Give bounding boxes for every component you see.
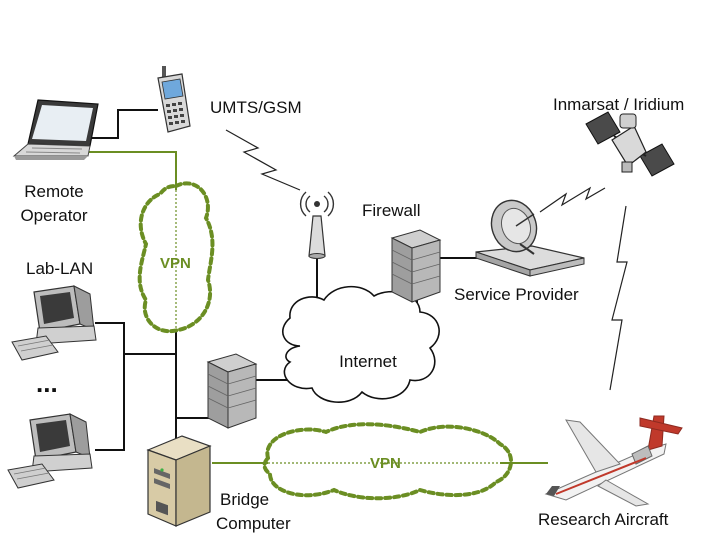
- vpn-vertical-label: VPN: [160, 255, 191, 272]
- laptop-phone-link: [88, 109, 158, 139]
- umts-gsm-label: UMTS/GSM: [210, 98, 302, 117]
- satellite-dish-icon: [475, 199, 585, 277]
- firewall-label: Firewall: [362, 201, 421, 220]
- vpn-cloud-horizontal: [262, 422, 513, 501]
- operator-vpn-link: [88, 151, 177, 190]
- aircraft-icon: [544, 415, 683, 507]
- satellite-aircraft-signal: [609, 205, 628, 391]
- ellipsis-label: ...: [36, 368, 58, 398]
- connections: [88, 109, 548, 464]
- firewall-icon: [206, 353, 258, 429]
- inmarsat-iridium-label: Inmarsat / Iridium: [553, 95, 684, 114]
- research-aircraft-label: Research Aircraft: [538, 510, 669, 529]
- laptop-icon: [12, 99, 99, 160]
- cell-phone-icon: [157, 66, 191, 133]
- bridge-computer-label: Bridge: [220, 490, 269, 509]
- bridge-computer-label: Computer: [216, 514, 291, 533]
- umts-wireless-signal: [225, 129, 301, 191]
- desktop-computer-icon: [11, 285, 97, 361]
- vpn-horizontal-label: VPN: [370, 455, 401, 472]
- server-icon: [146, 435, 212, 527]
- internet-label: Internet: [339, 352, 397, 371]
- cell-tower-icon: [299, 191, 335, 259]
- lab-lan-label: Lab-LAN: [26, 259, 93, 278]
- remote-operator-label: Remote: [24, 182, 84, 201]
- lab-pc1-link: [95, 322, 125, 451]
- firewall-icon: [390, 229, 442, 303]
- desktop-computer-icon: [7, 413, 93, 489]
- satellite-icon: [585, 111, 675, 177]
- vpn-cloud-vertical: [137, 181, 215, 334]
- dish-satellite-signal: [539, 186, 606, 213]
- service-provider-label: Service Provider: [454, 285, 579, 304]
- remote-operator-label: Operator: [20, 206, 87, 225]
- bridge-firewall-link: [175, 417, 210, 440]
- cloud-icon: [281, 285, 440, 403]
